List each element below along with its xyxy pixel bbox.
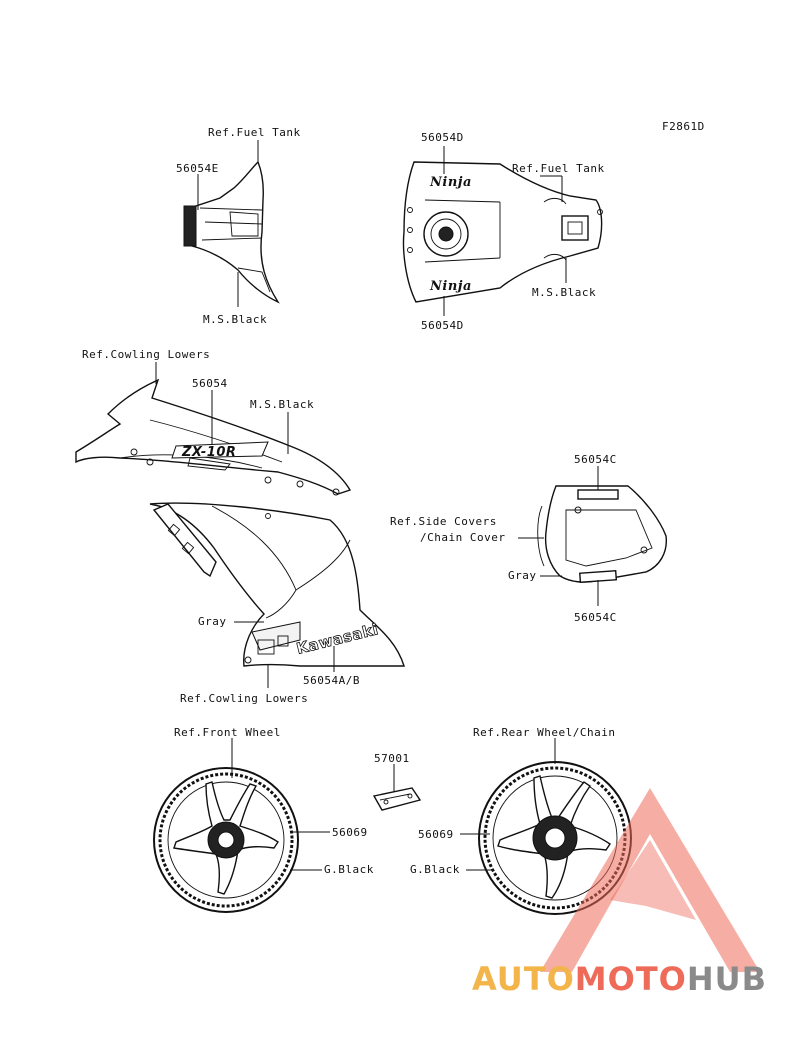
- label-front-ref: Ref.Front Wheel: [174, 726, 281, 739]
- watermark-inner-triangle: [610, 840, 696, 920]
- watermark-triangle: [540, 788, 760, 972]
- label-side-part-bottom: 56054C: [574, 611, 617, 624]
- watermark-text-hub: HUB: [686, 960, 768, 998]
- label-tank-bottom-part: 56054D: [421, 319, 464, 332]
- label-rear-ref: Ref.Rear Wheel/Chain: [473, 726, 615, 739]
- label-cowl-upper-color: M.S.Black: [250, 398, 314, 411]
- label-tank-top-part: 56054D: [421, 131, 464, 144]
- label-small-part: 57001: [374, 752, 410, 765]
- figure-code: F2861D: [662, 120, 705, 133]
- watermark-text-moto: MOTO: [574, 960, 687, 998]
- label-side-ref-1: Ref.Side Covers: [390, 515, 497, 528]
- label-front-color: G.Black: [324, 863, 374, 876]
- tank-front-cover: [183, 160, 280, 304]
- upper-cowling: [75, 378, 352, 496]
- label-tank-color: M.S.Black: [532, 286, 596, 299]
- label-side-part-top: 56054C: [574, 453, 617, 466]
- label-rear-part: 56069: [418, 828, 454, 841]
- seat-cowl: [537, 485, 667, 583]
- label-lower-ref: Ref.Cowling Lowers: [180, 692, 308, 705]
- label-cowl-upper-part: 56054: [192, 377, 228, 390]
- small-part-57001: [372, 787, 422, 811]
- label-tank-ref: Ref.Fuel Tank: [512, 162, 605, 175]
- label-lower-color: Gray: [198, 615, 227, 628]
- fuel-tank: [402, 161, 603, 303]
- watermark-text-auto: AUTO: [472, 960, 575, 998]
- label-top-left-ref: Ref.Fuel Tank: [208, 126, 301, 139]
- front-wheel: [153, 767, 299, 913]
- tank-decal-top: Ninja: [429, 175, 472, 190]
- label-top-left-part: 56054E: [176, 162, 219, 175]
- tank-decal-bottom: Ninja: [429, 279, 472, 294]
- watermark-text: AUTOMOTOHUB: [472, 960, 767, 998]
- lower-cowling: [149, 502, 405, 667]
- label-rear-color: G.Black: [410, 863, 460, 876]
- watermark-logo: [540, 788, 760, 972]
- label-front-part: 56069: [332, 826, 368, 839]
- cowl-decal: ZX-10R: [181, 445, 236, 460]
- label-side-color: Gray: [508, 569, 537, 582]
- label-side-ref-2: /Chain Cover: [420, 531, 505, 544]
- label-top-left-color: M.S.Black: [203, 313, 267, 326]
- label-cowl-ref-top: Ref.Cowling Lowers: [82, 348, 210, 361]
- label-lower-part: 56054A/B: [303, 674, 360, 687]
